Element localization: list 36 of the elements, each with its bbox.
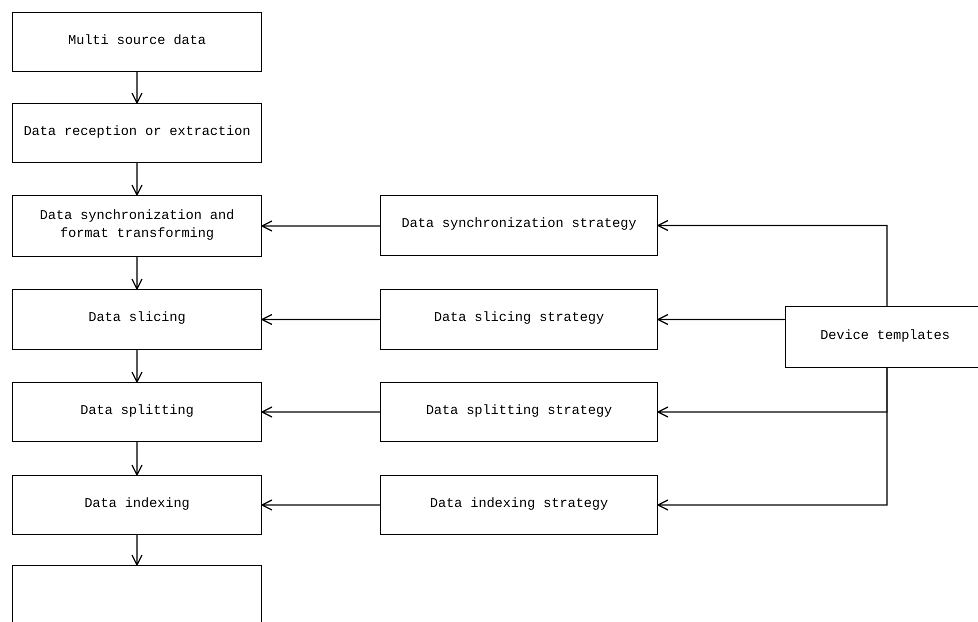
arrow (131, 163, 143, 196)
arrow (261, 499, 380, 511)
arrow (131, 257, 143, 290)
box-label: Device templates (820, 328, 950, 346)
box-label: Data synchronization strategy (402, 216, 636, 234)
process-box (12, 289, 262, 350)
box-label: Data splitting strategy (426, 402, 612, 421)
arrow (657, 314, 785, 326)
arrow (657, 368, 888, 511)
arrow (131, 72, 143, 104)
arrow (657, 220, 888, 306)
box-label: Data slicing strategy (434, 310, 604, 328)
arrow (261, 406, 380, 418)
process-box (12, 103, 262, 163)
process-box (380, 195, 658, 256)
process-box (380, 382, 658, 442)
empty-box (12, 565, 262, 622)
box-label: Data indexing strategy (430, 496, 608, 514)
process-box (12, 12, 262, 72)
box-label: Multi source data (68, 32, 206, 51)
box-label: Data reception or extraction (24, 124, 250, 142)
box-label: Data synchronization and format transforming (38, 208, 236, 244)
process-box (12, 195, 262, 257)
process-box (12, 382, 262, 442)
box-label: Data slicing (88, 310, 186, 328)
process-box (785, 306, 978, 368)
arrow (261, 220, 380, 232)
process-box (380, 475, 658, 535)
arrow (261, 314, 380, 326)
process-box (380, 289, 658, 350)
arrow (131, 535, 143, 566)
arrow (131, 350, 143, 383)
process-box (12, 475, 262, 535)
arrow (131, 442, 143, 476)
box-label: Data indexing (84, 496, 190, 514)
box-label: Data splitting (80, 402, 194, 421)
